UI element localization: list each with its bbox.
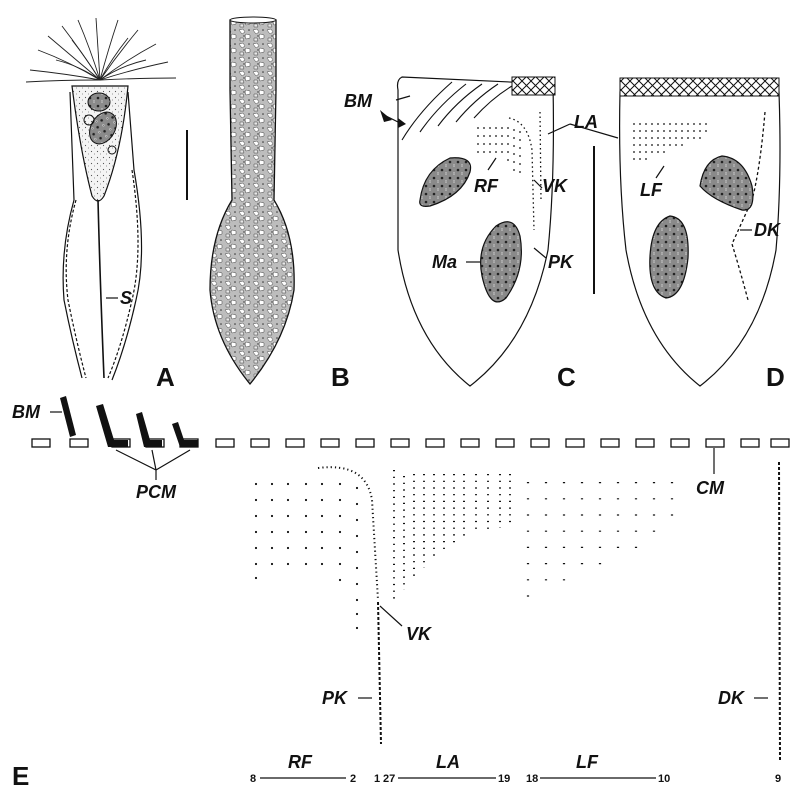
- panel-c-macronucleus-1: [420, 158, 471, 207]
- pcm-leader: [116, 450, 190, 480]
- dk-label-d: DK: [754, 220, 782, 240]
- panel-b-lorica: [210, 20, 294, 384]
- svg-text:LF: LF: [576, 752, 599, 772]
- la-label: LA: [574, 112, 598, 132]
- lf-numbering: LF 18 10: [526, 752, 670, 785]
- rf-dots-c: [477, 127, 521, 173]
- dk-number: 9: [775, 773, 781, 785]
- rf-label-c: RF: [474, 176, 499, 196]
- panel-label-a: A: [156, 362, 175, 392]
- svg-text:27: 27: [383, 773, 395, 785]
- panel-label-b: B: [331, 362, 350, 392]
- rf-leader-c: [488, 158, 496, 170]
- pk-label-c: PK: [548, 252, 575, 272]
- s-label: S: [120, 288, 132, 308]
- svg-text:RF: RF: [288, 752, 313, 772]
- svg-text:2: 2: [350, 773, 356, 785]
- panel-a-stalk: [98, 200, 104, 378]
- lf-label-d: LF: [640, 180, 663, 200]
- vk-number: 1: [374, 773, 380, 785]
- dk-label-e: DK: [718, 688, 746, 708]
- panel-d-drawing: LF DK D: [620, 78, 785, 392]
- panel-b-drawing: B: [210, 17, 350, 392]
- panel-a-drawing: S A: [26, 18, 187, 392]
- pcm-label: PCM: [136, 482, 177, 502]
- panel-label-c: C: [557, 362, 576, 392]
- panel-e-drawing: BM PCM CM: [12, 396, 789, 787]
- panel-c-cell-outline: [398, 77, 554, 386]
- lf-leader-d: [656, 166, 664, 178]
- bm-label-c: BM: [344, 91, 373, 111]
- ma-label: Ma: [432, 252, 457, 272]
- pk-label-e: PK: [322, 688, 349, 708]
- cm-label: CM: [696, 478, 725, 498]
- rf-field-e: [255, 483, 358, 629]
- panel-label-d: D: [766, 362, 785, 392]
- lf-field-e: [528, 482, 672, 606]
- panel-c-drawing: BM LA RF VK Ma PK C: [344, 77, 618, 392]
- panel-a-nucleus-1: [88, 93, 110, 111]
- panel-a-cilia: [26, 18, 176, 82]
- panel-c-collar: [512, 77, 555, 95]
- panel-d-collar: [620, 78, 779, 96]
- lf-dots-d: [633, 123, 707, 160]
- vk-label-c: VK: [542, 176, 569, 196]
- pk-leader-c: [534, 248, 546, 258]
- panel-d-macronucleus-2: [650, 216, 688, 298]
- rf-numbering: RF 8 2: [250, 752, 356, 785]
- svg-text:18: 18: [526, 773, 538, 785]
- vk-leader-e: [380, 606, 402, 626]
- panel-c-adoral-membranelles: [402, 82, 512, 140]
- la-leader-c: [548, 124, 570, 134]
- panel-c-macronucleus-2: [481, 222, 522, 302]
- svg-text:10: 10: [658, 773, 670, 785]
- panel-label-e: E: [12, 761, 29, 787]
- bm-label-e: BM: [12, 402, 41, 422]
- vk-pk-kinety: [318, 467, 378, 600]
- dk-kinety-e: [779, 462, 780, 760]
- svg-text:19: 19: [498, 773, 510, 785]
- panel-c-ciliary-rows: [477, 112, 541, 230]
- la-field-e: [394, 470, 510, 604]
- la-numbering: LA 27 19: [383, 752, 510, 785]
- svg-text:8: 8: [250, 773, 256, 785]
- svg-text:LA: LA: [436, 752, 460, 772]
- vk-label-e: VK: [406, 624, 433, 644]
- panel-d-macronucleus-1: [700, 156, 753, 210]
